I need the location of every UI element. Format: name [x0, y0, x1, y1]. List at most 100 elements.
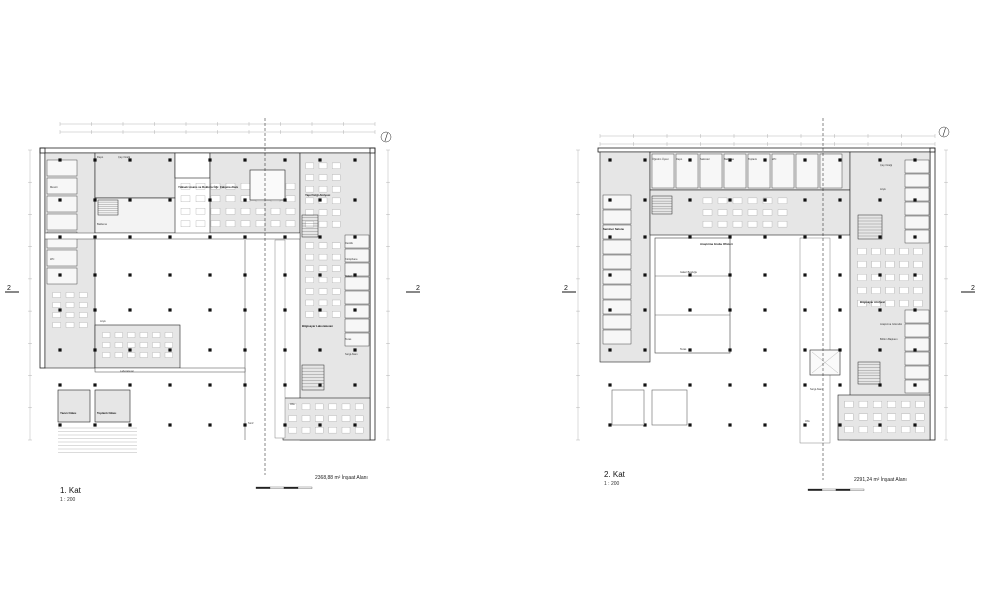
plan-2-scale: 1 : 200 — [604, 481, 620, 487]
furniture-desk — [332, 186, 341, 193]
furniture-desk — [762, 209, 773, 216]
furniture-desk — [332, 311, 341, 318]
room-label: Laboratuvar — [120, 369, 134, 373]
furniture-desk — [871, 287, 881, 294]
furniture-desk — [305, 254, 314, 261]
furniture-desk — [885, 300, 895, 307]
structural-column — [803, 158, 807, 162]
office-cell — [344, 276, 370, 291]
furniture-desk — [899, 300, 909, 307]
annex-right — [651, 389, 688, 426]
furniture-desk — [210, 183, 221, 190]
furniture-desk — [139, 342, 148, 348]
furniture-desk — [285, 208, 296, 215]
top-left-block — [94, 152, 176, 199]
inner-room — [249, 169, 286, 201]
furniture-desk — [887, 426, 896, 433]
furniture-desk — [210, 195, 221, 202]
room-label: Çay Ocağı — [118, 155, 131, 159]
structural-column — [763, 235, 767, 239]
structural-column — [878, 198, 882, 202]
structural-column — [318, 273, 322, 277]
structural-column — [838, 273, 842, 277]
furniture-desk — [210, 220, 221, 227]
stair-outline — [651, 195, 673, 215]
furniture-desk — [79, 312, 88, 318]
furniture-desk — [102, 332, 111, 338]
furniture-desk — [318, 186, 328, 193]
structural-column — [353, 308, 357, 312]
structural-column — [58, 348, 62, 352]
structural-column — [283, 423, 287, 427]
structural-column — [58, 158, 62, 162]
structural-column — [803, 308, 807, 312]
structural-column — [243, 158, 247, 162]
structural-column — [58, 273, 62, 277]
furniture-desk — [102, 352, 111, 358]
room-label: Ofis — [805, 419, 810, 423]
structural-column — [763, 273, 767, 277]
structural-column — [878, 423, 882, 427]
office-cell — [904, 351, 930, 366]
office-cell — [904, 201, 930, 216]
office-cell — [904, 309, 930, 324]
room-label: Bölüm Başkanı — [880, 337, 898, 341]
furniture-desk — [747, 197, 758, 204]
furniture-desk — [913, 261, 923, 268]
room-label-bold: Bilgisayar Atölyesi — [860, 300, 885, 304]
room-label: Öğretim Üyesi — [652, 157, 669, 161]
furniture-desk — [332, 265, 341, 272]
room-label: Kütüphane — [345, 257, 358, 261]
bottom-edge — [94, 367, 246, 373]
structural-column — [58, 423, 62, 427]
structural-column — [803, 235, 807, 239]
furniture-desk — [180, 220, 191, 227]
furniture-desk — [285, 220, 296, 227]
structural-column — [608, 348, 612, 352]
furniture-desk — [52, 302, 61, 308]
scale-bar-segment — [849, 488, 865, 491]
structural-column — [728, 158, 732, 162]
furniture-desk — [913, 248, 923, 255]
outer-wall-top — [597, 147, 936, 153]
stair-outline — [97, 199, 119, 216]
structural-column — [838, 383, 842, 387]
lobby-cross — [811, 351, 839, 374]
furniture-desk — [355, 403, 364, 410]
structural-column — [283, 308, 287, 312]
furniture-desk — [702, 221, 713, 228]
office-cell — [904, 187, 930, 202]
furniture-desk — [899, 248, 909, 255]
furniture-desk — [315, 415, 324, 422]
furniture-desk — [717, 221, 728, 228]
furniture-desk — [844, 413, 854, 421]
structural-column — [128, 198, 132, 202]
furniture-desk — [857, 300, 867, 307]
structural-column — [318, 308, 322, 312]
office-cell — [602, 329, 632, 345]
furniture-desk — [305, 197, 314, 204]
furniture-desk — [332, 162, 341, 169]
furniture-desk — [873, 413, 882, 421]
structural-column — [728, 273, 732, 277]
structural-column — [878, 348, 882, 352]
furniture-desk — [355, 415, 364, 422]
structural-column — [763, 198, 767, 202]
furniture-desk — [901, 426, 911, 433]
outer-wall-left — [39, 147, 46, 369]
furniture-desk — [164, 332, 173, 338]
structural-column — [838, 158, 842, 162]
scale-bar-segment — [269, 486, 285, 489]
furniture-desk — [341, 427, 351, 434]
structural-column — [283, 158, 287, 162]
structural-column — [93, 308, 97, 312]
furniture-desk — [152, 352, 161, 358]
furniture-desk — [332, 299, 341, 306]
furniture-desk — [127, 352, 136, 358]
scale-bar-segment — [297, 486, 313, 489]
room-label: Depo — [676, 157, 683, 161]
structural-column — [128, 158, 132, 162]
structural-column — [128, 273, 132, 277]
structural-column — [728, 348, 732, 352]
structural-column — [643, 383, 647, 387]
